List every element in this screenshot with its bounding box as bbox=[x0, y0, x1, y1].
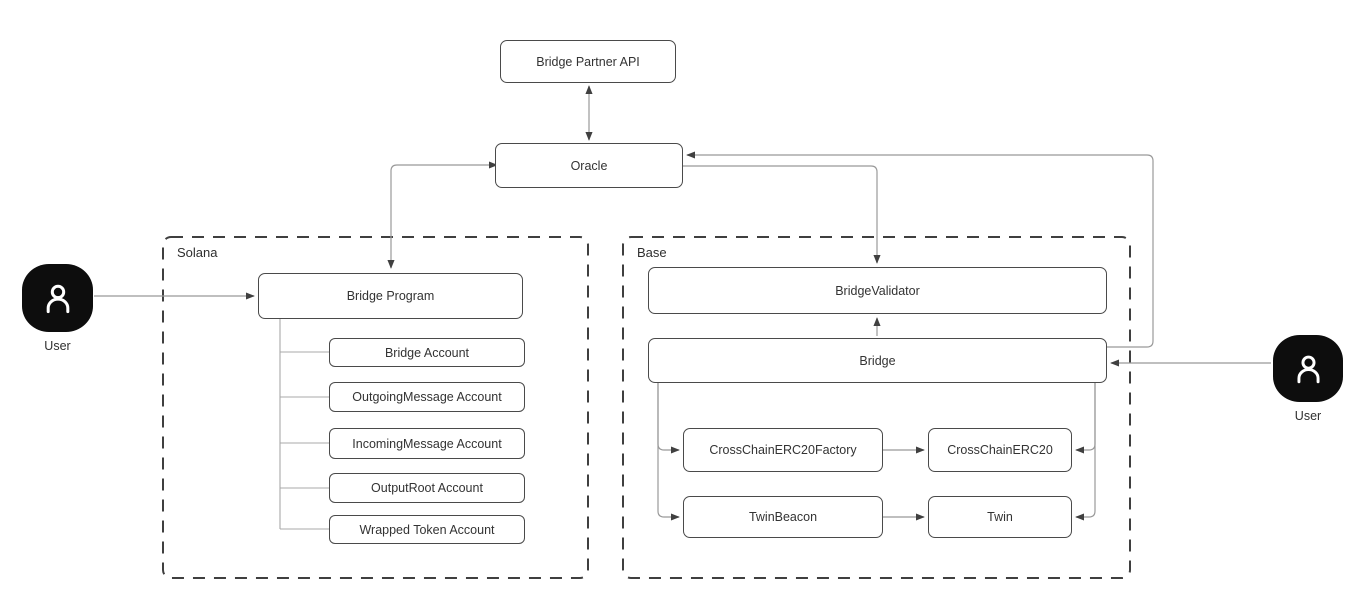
node-oracle: Oracle bbox=[495, 143, 683, 188]
node-twin: Twin bbox=[928, 496, 1072, 538]
node-bridge-program: Bridge Program bbox=[258, 273, 523, 319]
container-label-base: Base bbox=[637, 245, 667, 260]
edge-oracle-to-bridge-validator bbox=[683, 165, 881, 264]
edge-bridge-to-twin bbox=[1075, 383, 1096, 521]
edge-bridge-to-oracle bbox=[686, 151, 1154, 348]
actor-user-right: User bbox=[1273, 335, 1343, 423]
node-twin-beacon: TwinBeacon bbox=[683, 496, 883, 538]
edge-oracle-bridge-program bbox=[387, 161, 498, 269]
node-cross-chain-erc20: CrossChainERC20 bbox=[928, 428, 1072, 472]
container-label-solana: Solana bbox=[177, 245, 218, 260]
actor-label: User bbox=[44, 339, 71, 353]
actor-label: User bbox=[1294, 409, 1322, 423]
node-wrapped-token-account: Wrapped Token Account bbox=[329, 515, 525, 544]
node-cross-chain-erc20-factory: CrossChainERC20Factory bbox=[683, 428, 883, 472]
node-bridge-partner-api: Bridge Partner API bbox=[500, 40, 676, 83]
edge-bridge-to-crosschainerc20 bbox=[1075, 383, 1096, 454]
node-bridge-account: Bridge Account bbox=[329, 338, 525, 367]
node-bridge-validator: BridgeValidator bbox=[648, 267, 1107, 314]
node-outgoing-message-account: OutgoingMessage Account bbox=[329, 382, 525, 412]
edge-bridge-to-twinbeacon bbox=[657, 383, 680, 521]
actor-user-left: User bbox=[22, 264, 93, 353]
user-icon bbox=[22, 264, 93, 332]
node-bridge: Bridge bbox=[648, 338, 1107, 383]
edge-bridge-to-crosschainerc20factory bbox=[657, 383, 680, 454]
node-output-root-account: OutputRoot Account bbox=[329, 473, 525, 503]
user-icon bbox=[1273, 335, 1343, 402]
node-incoming-message-account: IncomingMessage Account bbox=[329, 428, 525, 459]
